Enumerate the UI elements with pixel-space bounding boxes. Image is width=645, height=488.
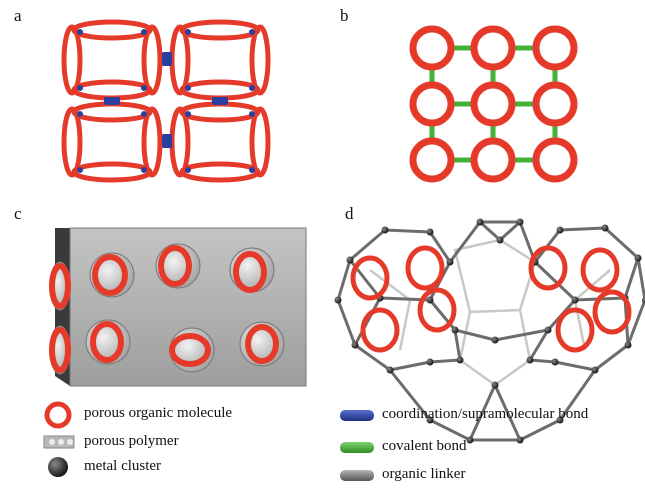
legend-coordination-bond: coordination/supramolecular bond [382,406,589,422]
panel-c-diagram [49,227,307,387]
organic-linker-icon [340,470,374,481]
legend-covalent-bond: covalent bond [382,438,467,454]
legend-porous-organic-molecule: porous organic molecule [84,405,233,421]
legend-metal-cluster: metal cluster [84,458,162,474]
covalent-bond-icon [340,442,374,453]
panel-label-d: d [345,204,354,223]
metal-cluster-icon [48,457,68,477]
porous-polymer-icon [43,435,75,449]
panel-label-a: a [14,6,22,25]
panel-d-diagram [334,218,645,444]
coordination-bond-icon [340,410,374,421]
legend-organic-linker: organic linker [382,466,466,482]
panel-label-b: b [340,6,349,25]
panel-b-diagram [409,25,578,183]
legend-porous-polymer: porous polymer [84,433,179,449]
panel-label-c: c [14,204,22,223]
panel-a-diagram [61,19,271,183]
cage-top-left [61,19,163,101]
porous-organic-molecule-icon [44,401,72,429]
legend-symbols [43,401,374,481]
panel-a-bonds [77,29,255,173]
